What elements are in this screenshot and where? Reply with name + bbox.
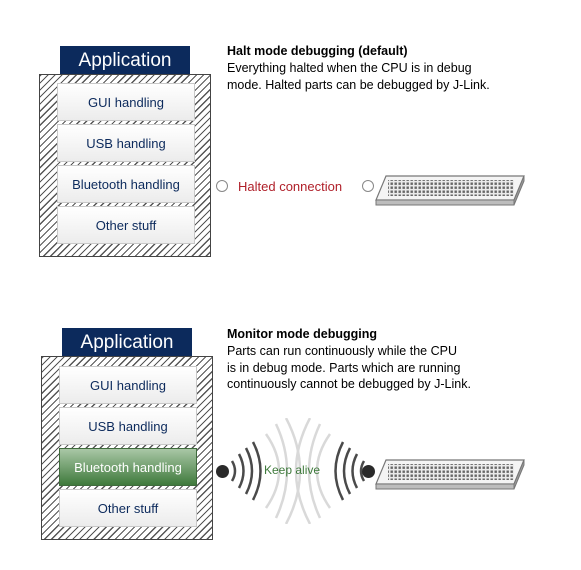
keep-alive-waves-icon bbox=[230, 418, 366, 524]
bottom-block-usb: USB handling bbox=[59, 407, 197, 445]
bottom-block-gui: GUI handling bbox=[59, 366, 197, 404]
bottom-description-line: Parts can run continuously while the CPU bbox=[227, 344, 457, 358]
keep-alive-label: Keep alive bbox=[264, 463, 321, 477]
top-jlink-probe-icon bbox=[375, 175, 525, 206]
top-description-line: Everything halted when the CPU is in deb… bbox=[227, 61, 472, 75]
bottom-application-title: Application bbox=[62, 328, 192, 358]
bottom-block-bluetooth-running: Bluetooth handling bbox=[59, 448, 197, 486]
bottom-connector-left-dot bbox=[216, 465, 229, 478]
top-application-title: Application bbox=[60, 46, 190, 76]
top-block-gui: GUI handling bbox=[57, 83, 195, 121]
top-block-bluetooth: Bluetooth handling bbox=[57, 165, 195, 203]
top-block-usb: USB handling bbox=[57, 124, 195, 162]
bottom-description-line: is in debug mode. Parts which are runnin… bbox=[227, 360, 461, 375]
top-connector-right-dot bbox=[362, 180, 374, 192]
top-block-other: Other stuff bbox=[57, 206, 195, 244]
top-description-line: mode. Halted parts can be debugged by J-… bbox=[227, 77, 490, 92]
top-heading: Halt mode debugging (default) bbox=[227, 44, 408, 58]
bottom-connector-right-dot bbox=[362, 465, 375, 478]
top-description: Everything halted when the CPU is in deb… bbox=[227, 60, 547, 93]
bottom-description: Parts can run continuously while the CPU… bbox=[227, 343, 547, 393]
bottom-heading: Monitor mode debugging bbox=[227, 327, 377, 341]
bottom-block-other: Other stuff bbox=[59, 489, 197, 527]
bottom-jlink-probe-icon bbox=[375, 459, 525, 490]
top-connector-left-dot bbox=[216, 180, 228, 192]
halted-connection-label: Halted connection bbox=[238, 179, 343, 194]
bottom-description-line: continuously cannot be debugged by J-Lin… bbox=[227, 377, 471, 391]
